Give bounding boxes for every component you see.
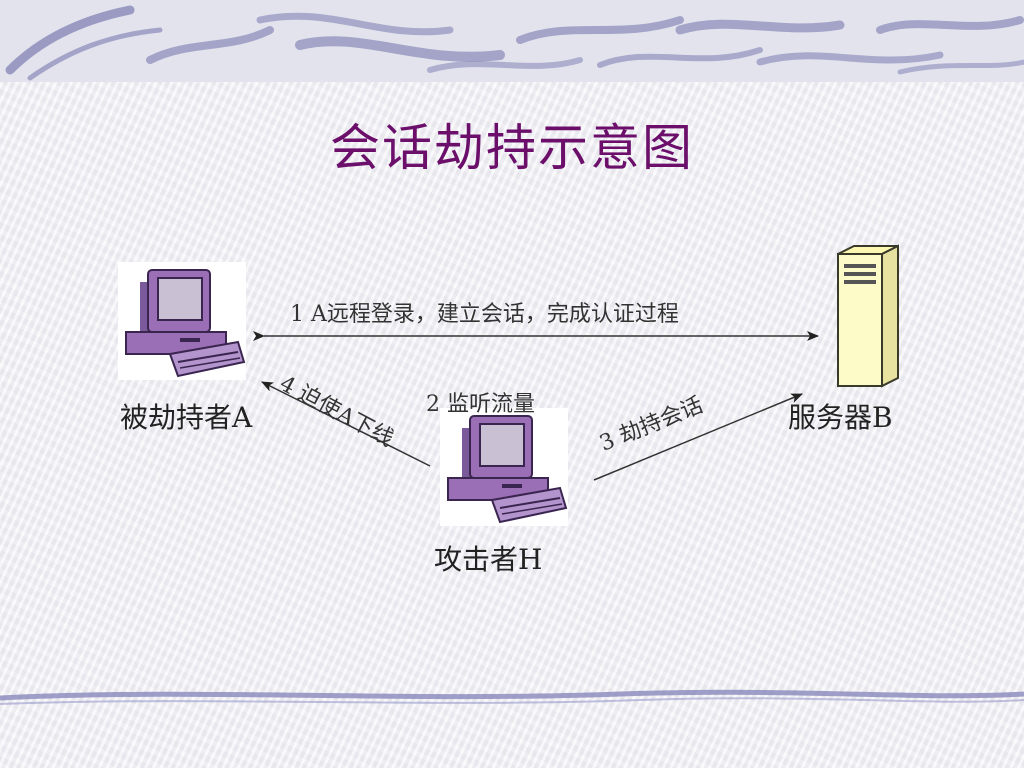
attacker-label: 攻击者H	[434, 538, 542, 578]
computer-icon	[118, 262, 246, 380]
server-icon	[832, 244, 904, 388]
step2-label: 2 监听流量	[426, 386, 535, 418]
computer-icon	[440, 408, 568, 526]
step1-label: 1 A远程登录，建立会话，完成认证过程	[290, 296, 679, 328]
victim-label: 被劫持者A	[120, 396, 252, 436]
server-label: 服务器B	[788, 396, 893, 436]
